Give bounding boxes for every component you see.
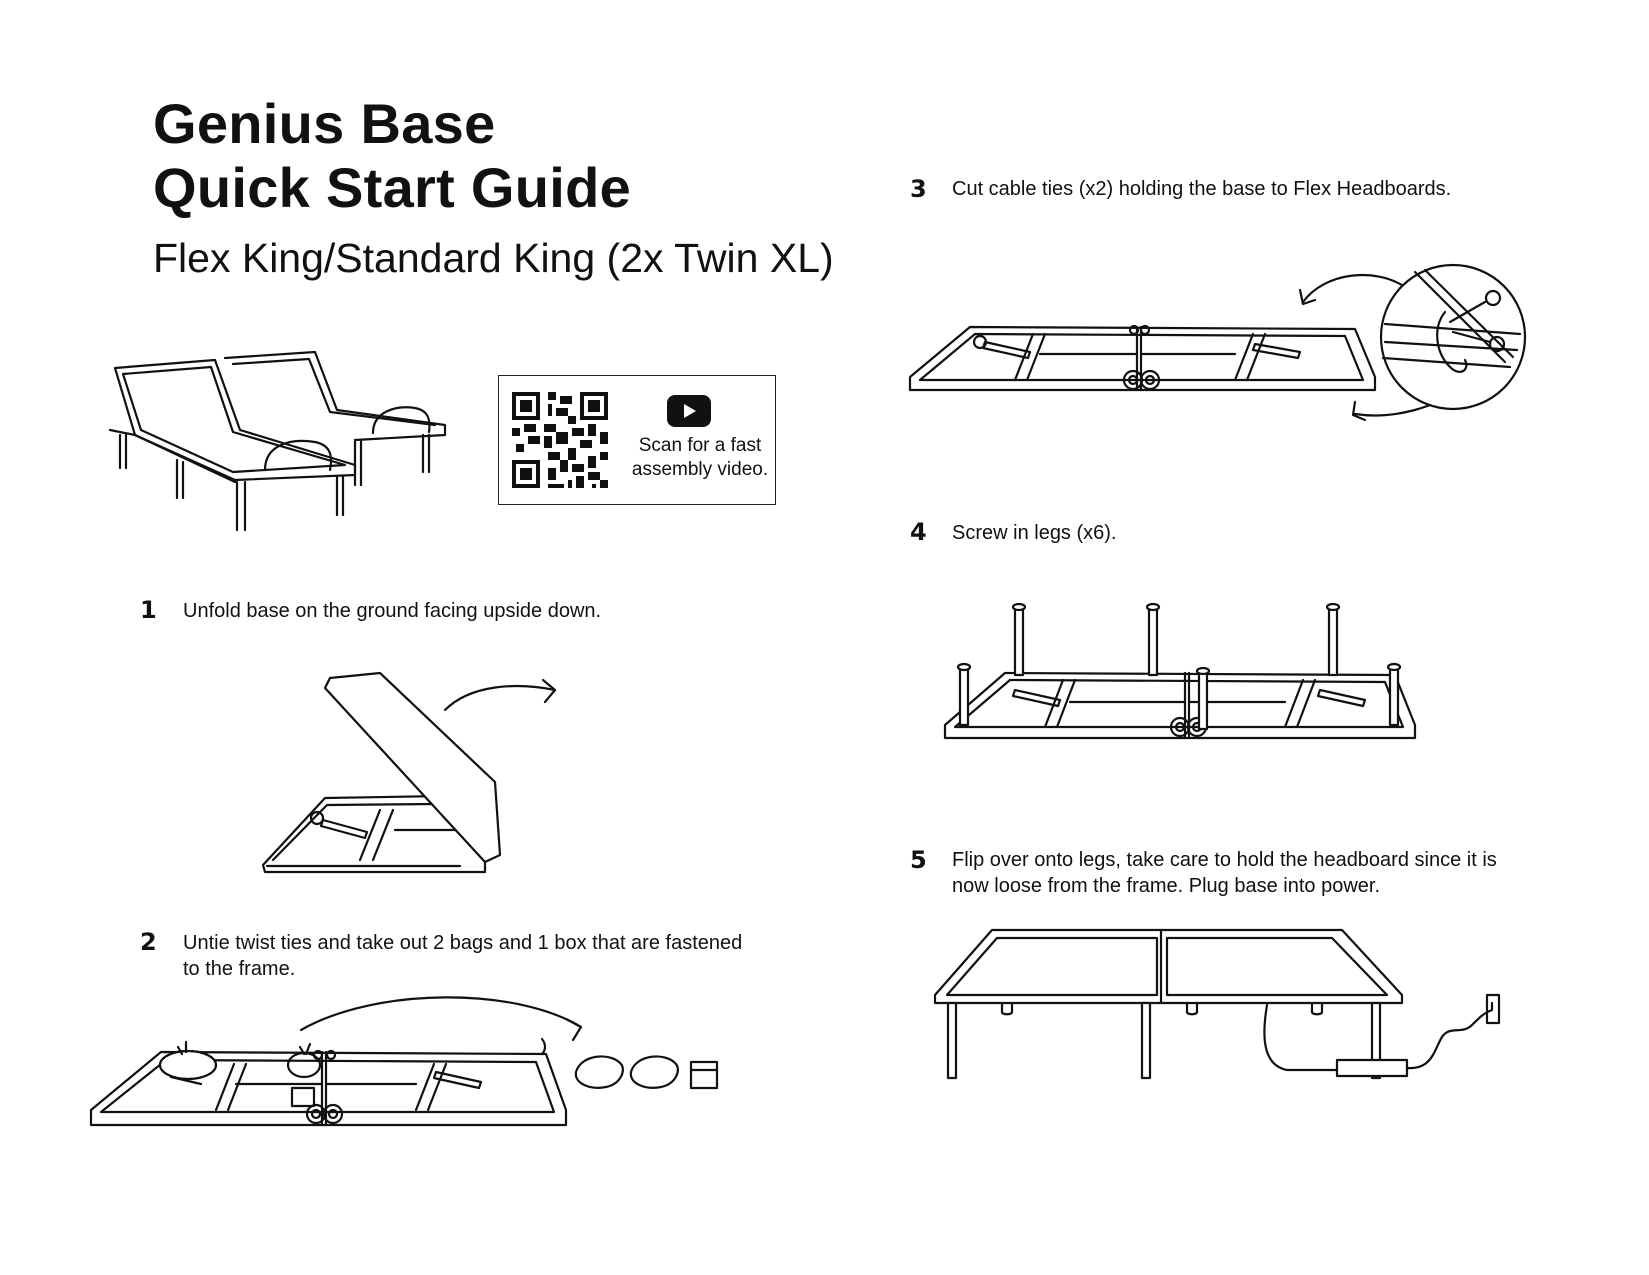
step-3-cut-cable-ties-illustration (905, 262, 1525, 452)
step-2-remove-items-illustration (86, 992, 746, 1132)
step-1-number: 1 (140, 596, 157, 624)
step-3-text: Cut cable ties (x2) holding the base to … (952, 178, 1452, 200)
page-title: Genius Base Quick Start Guide (153, 92, 631, 220)
title-line-2: Quick Start Guide (153, 156, 632, 219)
qr-code-box[interactable] (498, 375, 776, 505)
qr-code-icon[interactable] (512, 392, 608, 488)
step-4-text: Screw in legs (x6). (952, 522, 1117, 544)
qr-caption: Scan for a fast assembly video. (631, 435, 769, 480)
step-2-text: Untie twist ties and take out 2 bags and… (183, 932, 743, 980)
step-5-text: Flip over onto legs, take care to hold t… (952, 849, 1497, 897)
step-4-screw-legs-illustration (940, 605, 1420, 755)
adjustable-bases-illustration (105, 350, 475, 540)
step-1-text: Unfold base on the ground facing upside … (183, 600, 602, 622)
page-subtitle: Flex King/Standard King (2x Twin XL) (153, 235, 834, 281)
step-4-number: 4 (910, 518, 927, 546)
step-5-flip-and-plug-illustration (932, 925, 1502, 1100)
step-5-number: 5 (910, 846, 927, 874)
step-3-number: 3 (910, 175, 927, 203)
step-2-number: 2 (140, 928, 157, 956)
step-1-unfold-illustration (255, 670, 575, 880)
youtube-play-icon[interactable] (667, 395, 711, 427)
title-line-1: Genius Base (153, 92, 496, 155)
